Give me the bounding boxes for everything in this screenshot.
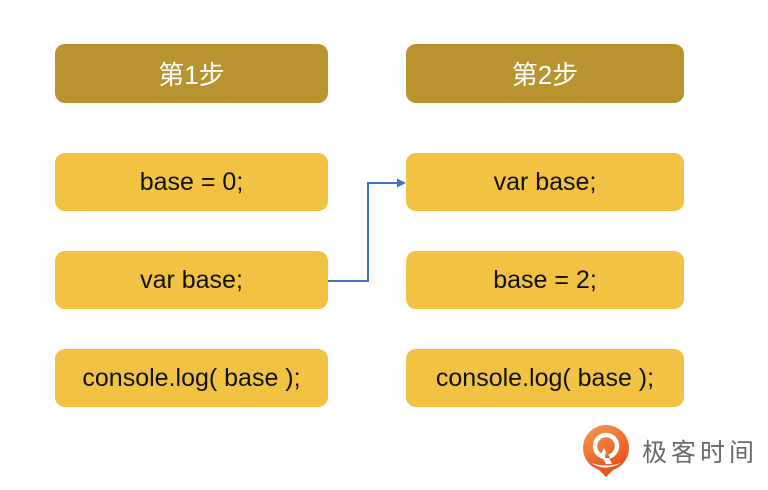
- step2-code-1: var base;: [493, 167, 597, 196]
- step2-var-base-box: var base;: [406, 153, 684, 211]
- step1-code-1: base = 0;: [139, 167, 244, 196]
- geektime-logo: 极客时间: [581, 424, 758, 478]
- step1-code-box-1: base = 0;: [55, 153, 328, 211]
- step2-header-label: 第2步: [511, 60, 579, 90]
- step1-code-box-3: console.log( base );: [55, 349, 328, 407]
- step1-var-base-box: var base;: [55, 251, 328, 309]
- step2-code-3: console.log( base );: [435, 363, 655, 392]
- step1-header: 第1步: [55, 44, 328, 103]
- step2-header: 第2步: [406, 44, 684, 103]
- step1-code-3: console.log( base );: [82, 363, 301, 392]
- step2-code-box-2: base = 2;: [406, 251, 684, 309]
- geektime-logo-text: 极客时间: [641, 439, 758, 467]
- step1-header-label: 第1步: [158, 60, 225, 90]
- step2-code-box-3: console.log( base );: [406, 349, 684, 407]
- hoisting-arrow: [328, 178, 406, 282]
- geektime-logo-icon: [582, 425, 629, 477]
- step2-code-2: base = 2;: [493, 265, 597, 294]
- step1-code-2: var base;: [140, 265, 243, 294]
